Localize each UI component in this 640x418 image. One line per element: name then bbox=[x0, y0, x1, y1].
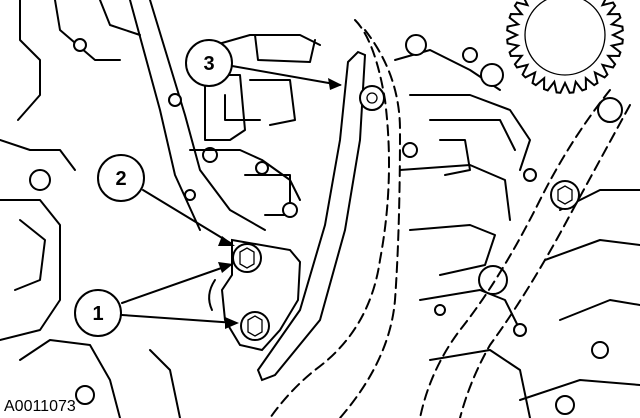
bolt-hole bbox=[29, 169, 51, 191]
arrowhead bbox=[218, 262, 233, 273]
callout-1-label: 1 bbox=[92, 303, 103, 325]
timing-chain bbox=[269, 19, 631, 418]
hex-bolt-head bbox=[557, 185, 573, 205]
arrowhead bbox=[328, 78, 342, 90]
bolt-hole bbox=[480, 63, 504, 87]
head-casting bbox=[189, 34, 321, 218]
camshaft-sprocket bbox=[506, 0, 624, 94]
bolt-hole bbox=[184, 189, 196, 201]
bolt-hole bbox=[513, 323, 527, 337]
bolt-hole bbox=[591, 341, 609, 359]
bolt-hole bbox=[434, 304, 446, 316]
bolt-hole bbox=[462, 47, 478, 63]
tensioner-arm bbox=[256, 50, 385, 382]
bolt-hole bbox=[597, 97, 623, 123]
tensioner-pivot bbox=[359, 85, 385, 111]
bolt-upper bbox=[232, 243, 262, 273]
callout-3: 3 bbox=[185, 39, 233, 87]
bolt-hole bbox=[282, 202, 298, 218]
tensioner-bracket bbox=[208, 238, 302, 352]
bolt-hole bbox=[555, 395, 575, 415]
callout-2: 2 bbox=[97, 154, 145, 202]
bolt-hole bbox=[73, 38, 87, 52]
bolt-hole bbox=[405, 34, 427, 56]
callout-2-label: 2 bbox=[115, 168, 126, 190]
engine-casting bbox=[0, 0, 266, 418]
callout-1: 1 bbox=[74, 289, 122, 337]
arrowhead bbox=[218, 236, 235, 246]
right-casting bbox=[394, 34, 640, 418]
bolt-hole bbox=[550, 180, 580, 210]
arrowhead bbox=[225, 317, 239, 329]
bolt-hole bbox=[202, 147, 218, 163]
bolt-hole bbox=[255, 161, 269, 175]
figure-code: A0011073 bbox=[4, 398, 76, 415]
bolt-hole bbox=[168, 93, 182, 107]
callout-3-label: 3 bbox=[203, 53, 214, 75]
bolt-lower bbox=[240, 311, 270, 341]
bolt-hole bbox=[523, 168, 537, 182]
bolt-hole bbox=[478, 265, 508, 295]
bolt-hole bbox=[402, 142, 418, 158]
leader-lines bbox=[121, 65, 342, 329]
bolt-hole bbox=[75, 385, 95, 405]
